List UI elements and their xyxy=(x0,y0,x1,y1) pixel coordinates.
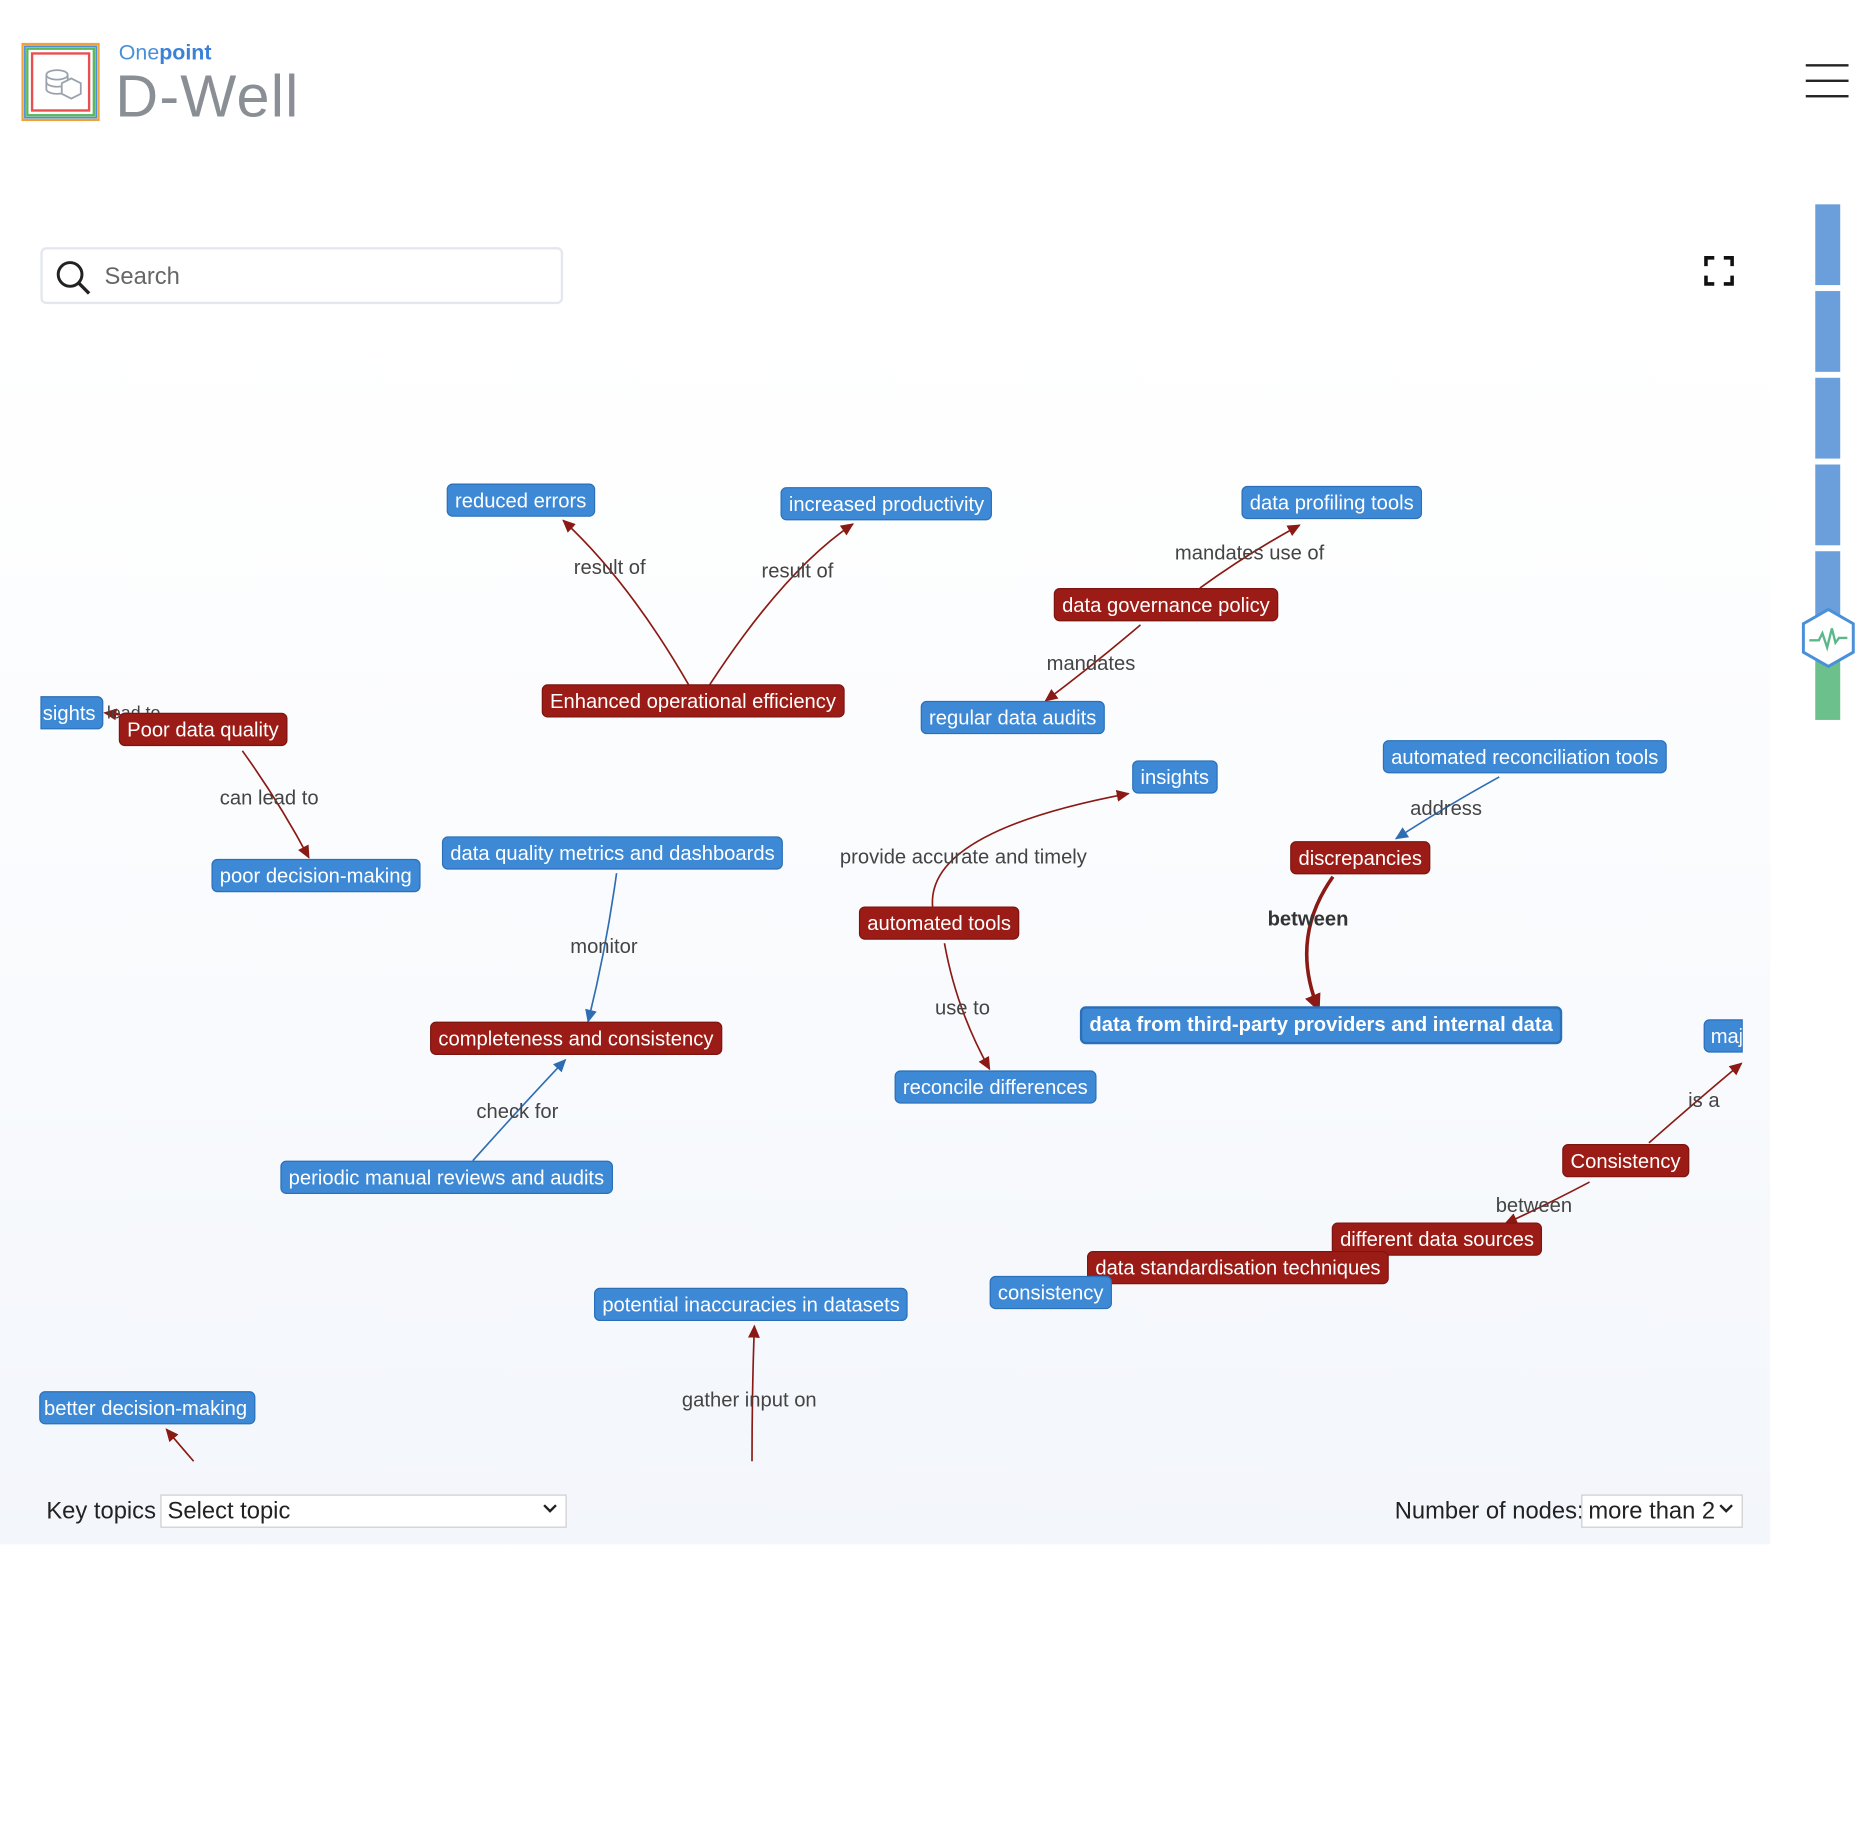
edge-label: provide accurate and timely xyxy=(839,845,1087,869)
edge-result-of-1 xyxy=(562,519,690,686)
edge-label: result of xyxy=(761,559,834,583)
number-of-nodes-label: Number of nodes: xyxy=(1394,1498,1584,1525)
edge-label: between xyxy=(1267,907,1349,931)
graph-node-insights-left[interactable]: sights xyxy=(40,696,104,730)
graph-node-data-standardisation[interactable]: data standardisation techniques xyxy=(1087,1250,1389,1285)
graph-node-increased-productivity[interactable]: increased productivity xyxy=(780,487,993,521)
chevron-down-icon xyxy=(1719,1504,1733,1513)
edge-between-bold xyxy=(1304,875,1335,1012)
edge-label: result of xyxy=(573,555,646,579)
graph-node-insights[interactable]: insights xyxy=(1132,760,1218,794)
edge-monitor xyxy=(585,873,618,1023)
brand-company: Onepoint xyxy=(118,40,212,65)
fullscreen-icon[interactable] xyxy=(1704,255,1735,286)
sidebar-segment-3[interactable] xyxy=(1815,377,1841,459)
graph-node-periodic-reviews[interactable]: periodic manual reviews and audits xyxy=(280,1160,613,1194)
edge-gather-input-on xyxy=(748,1324,760,1462)
chevron-down-icon xyxy=(543,1504,557,1513)
edge-mandates-use-of xyxy=(1199,524,1301,589)
graph-node-reduced-errors[interactable]: reduced errors xyxy=(446,483,595,517)
edge-address xyxy=(1394,776,1500,840)
edge-check-for xyxy=(472,1058,567,1162)
edge-label: mandates use of xyxy=(1174,541,1325,565)
graph-node-maj[interactable]: maj xyxy=(1703,1019,1743,1053)
graph-node-regular-data-audits[interactable]: regular data audits xyxy=(920,700,1105,735)
key-topics-selected-value: Select topic xyxy=(167,1498,291,1525)
graph-node-discrepancies[interactable]: discrepancies xyxy=(1290,841,1431,875)
graph-node-poor-data-quality[interactable]: Poor data quality xyxy=(118,712,288,747)
edge-label: mandates xyxy=(1046,652,1136,675)
sidebar-segment-4[interactable] xyxy=(1815,464,1841,546)
graph-node-different-data-sources[interactable]: different data sources xyxy=(1331,1222,1543,1256)
edge-label: is a xyxy=(1688,1089,1720,1112)
graph-node-consistency-red[interactable]: Consistency xyxy=(1562,1144,1689,1178)
edge-label: between xyxy=(1495,1193,1573,1217)
graph-node-reconcile-differences[interactable]: reconcile differences xyxy=(894,1070,1097,1104)
graph-node-data-quality-metrics[interactable]: data quality metrics and dashboards xyxy=(441,836,784,870)
graph-node-potential-inaccuracies[interactable]: potential inaccuracies in datasets xyxy=(594,1287,909,1322)
graph-edges xyxy=(103,519,1743,1462)
graph-node-data-profiling-tools[interactable]: data profiling tools xyxy=(1241,485,1423,520)
key-topics-select[interactable]: Select topic xyxy=(160,1494,567,1528)
edge-label: address xyxy=(1410,797,1483,820)
brand-product-title: D-Well xyxy=(115,62,300,130)
number-of-nodes-selected-value: more than 2 xyxy=(1588,1498,1716,1525)
edge-label: can lead to xyxy=(219,786,319,810)
sidebar-segment-2[interactable] xyxy=(1815,291,1841,372)
number-of-nodes-select[interactable]: more than 2 xyxy=(1581,1494,1743,1528)
edge-label: use to xyxy=(934,996,990,1020)
edge-label: check for xyxy=(476,1100,559,1123)
edge-provide-accurate xyxy=(931,789,1130,907)
sidebar-segment-1[interactable] xyxy=(1815,204,1841,286)
edge-mandates xyxy=(1044,624,1142,702)
edge-is-a xyxy=(1648,1062,1743,1144)
graph-node-completeness-consistency[interactable]: completeness and consistency xyxy=(430,1021,722,1055)
edge-result-of-2 xyxy=(708,523,854,686)
edge-use-to xyxy=(943,943,991,1071)
graph-node-third-party-data[interactable]: data from third-party providers and inte… xyxy=(1079,1006,1563,1045)
search-icon xyxy=(56,261,91,295)
key-topics-label: Key topics xyxy=(46,1498,156,1525)
edge-label: gather input on xyxy=(681,1388,817,1412)
search-input[interactable] xyxy=(102,256,547,297)
edge-label: monitor xyxy=(570,934,638,958)
graph-node-consistency-blue[interactable]: consistency xyxy=(989,1275,1112,1310)
dwell-logo-icon xyxy=(21,42,100,122)
graph-node-automated-tools[interactable]: automated tools xyxy=(858,906,1020,940)
graph-node-automated-reconciliation-tools[interactable]: automated reconciliation tools xyxy=(1382,740,1667,774)
edge-between-2 xyxy=(1504,1181,1590,1225)
graph-node-better-decision-making[interactable]: better decision-making xyxy=(39,1391,256,1425)
menu-icon[interactable] xyxy=(1805,64,1849,100)
graph-node-enhanced-operational-efficiency[interactable]: Enhanced operational efficiency xyxy=(541,684,845,718)
graph-node-data-governance-policy[interactable]: data governance policy xyxy=(1053,588,1279,622)
wellness-hexagon-icon[interactable] xyxy=(1800,607,1857,669)
graph-node-poor-decision-making[interactable]: poor decision-making xyxy=(211,858,421,893)
edge-can-lead-to xyxy=(241,750,310,859)
search-box[interactable] xyxy=(40,247,564,305)
edge-better-decision xyxy=(165,1428,195,1462)
